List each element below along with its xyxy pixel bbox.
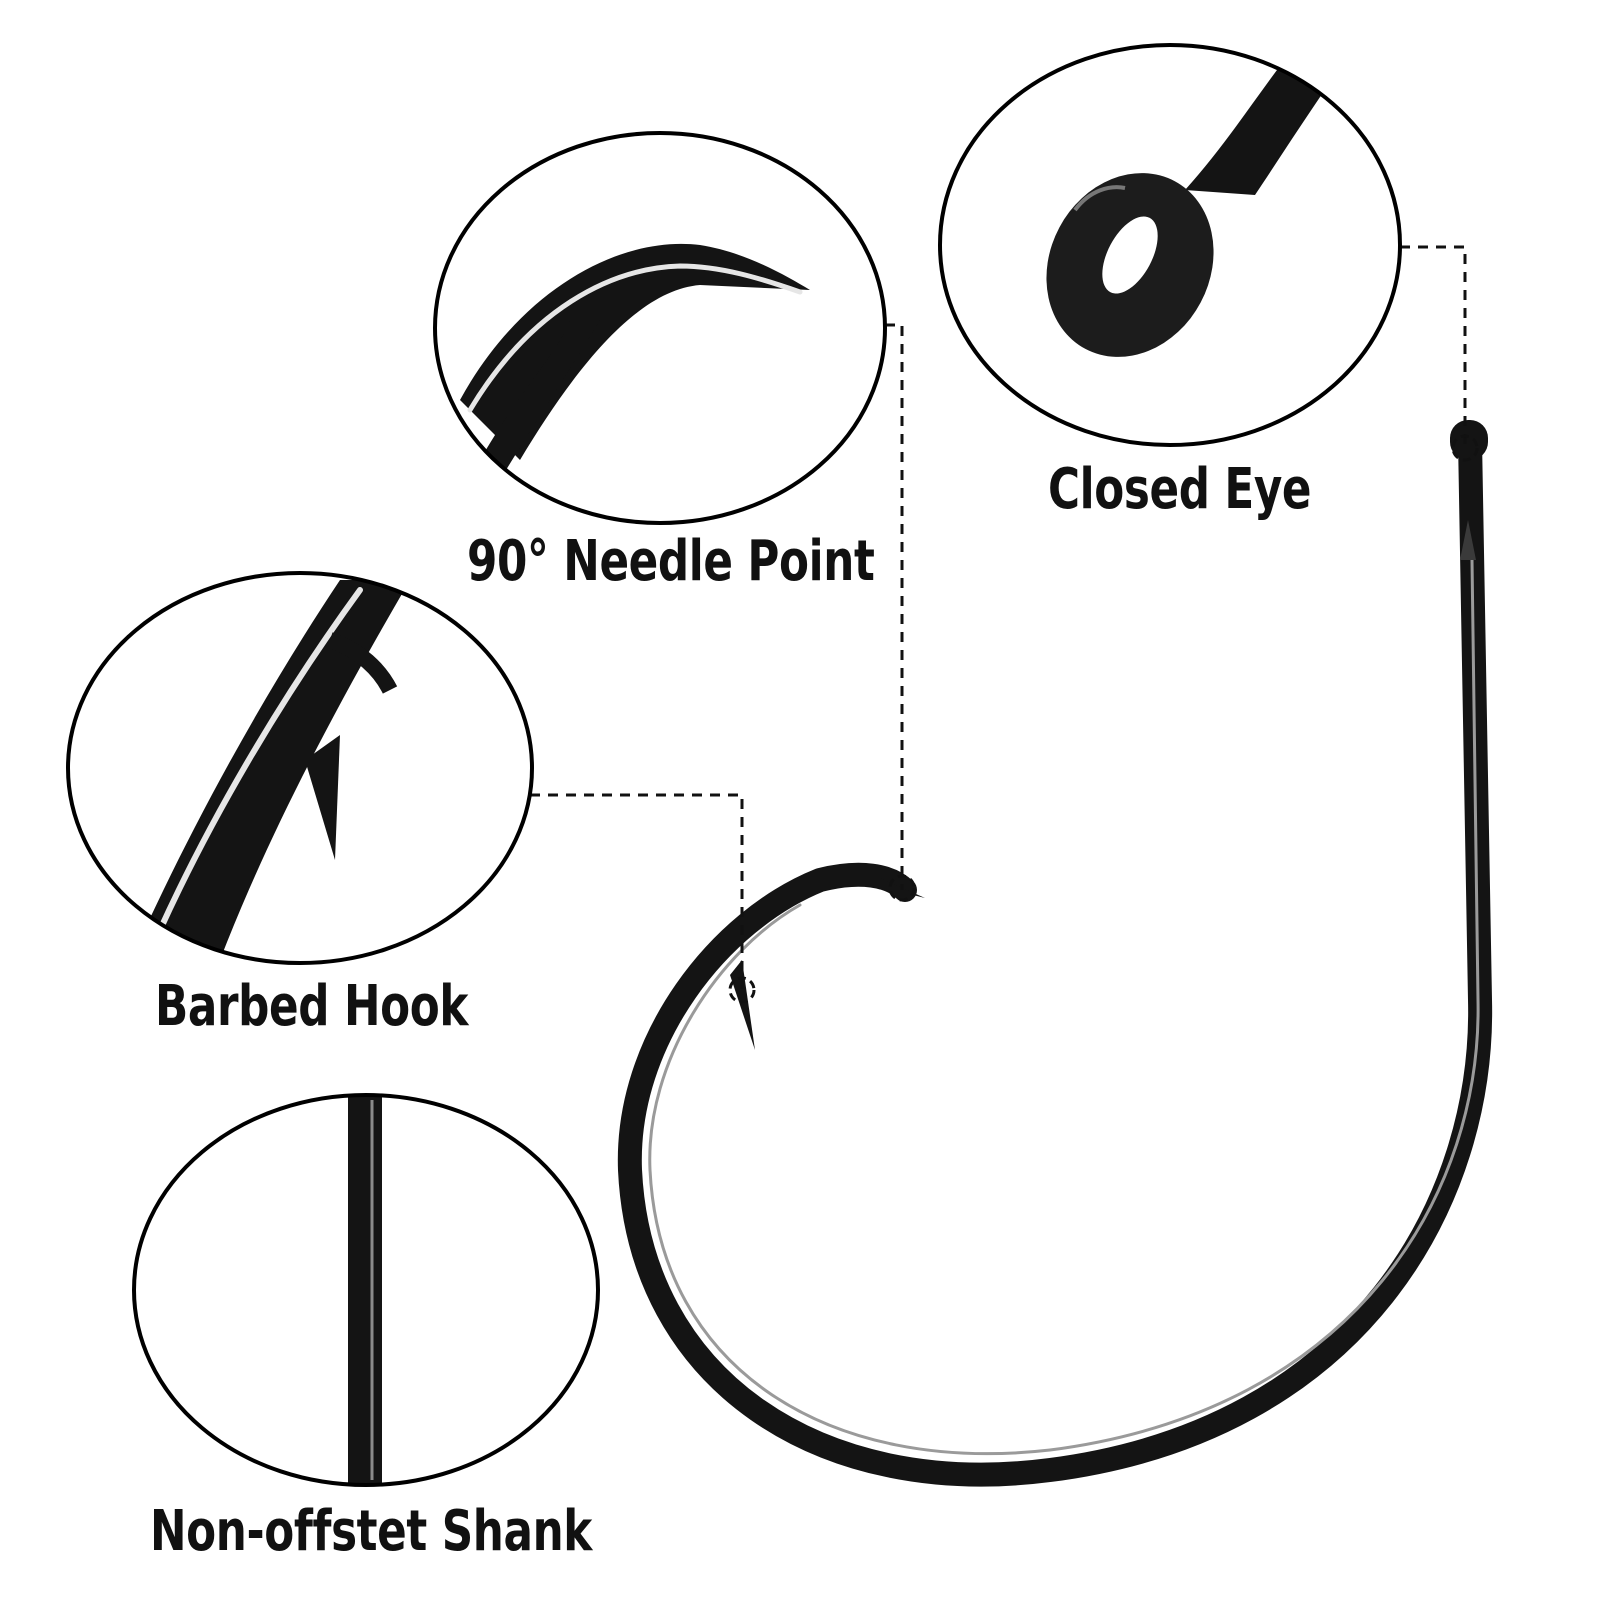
label-non-offset-shank: Non-offstet Shank <box>150 1499 592 1564</box>
hook-eye-end <box>1450 420 1488 460</box>
main-hook <box>617 420 1493 1487</box>
leader-needle-point <box>885 323 904 890</box>
label-needle-point: 90° Needle Point <box>467 529 875 594</box>
label-barbed-hook: Barbed Hook <box>155 974 469 1039</box>
zoom-shank <box>132 1093 600 1487</box>
shank-arrow-mark <box>1460 520 1476 560</box>
label-closed-eye: Closed Eye <box>1048 457 1312 522</box>
target-barbed-hook <box>728 976 756 1004</box>
target-closed-eye <box>1451 434 1479 462</box>
leader-closed-eye <box>1400 245 1467 445</box>
callout-leaders <box>530 245 1467 990</box>
hook-highlight <box>648 558 1480 1456</box>
zoom-closed-eye <box>938 43 1402 447</box>
zoom-needle-point <box>433 131 887 525</box>
hook-body <box>617 428 1493 1487</box>
hook-barb <box>730 960 755 1050</box>
target-markers <box>728 434 1479 1004</box>
leader-barbed-hook <box>530 793 744 990</box>
zoom-barbed-hook <box>66 571 534 965</box>
target-needle-point <box>888 874 916 902</box>
